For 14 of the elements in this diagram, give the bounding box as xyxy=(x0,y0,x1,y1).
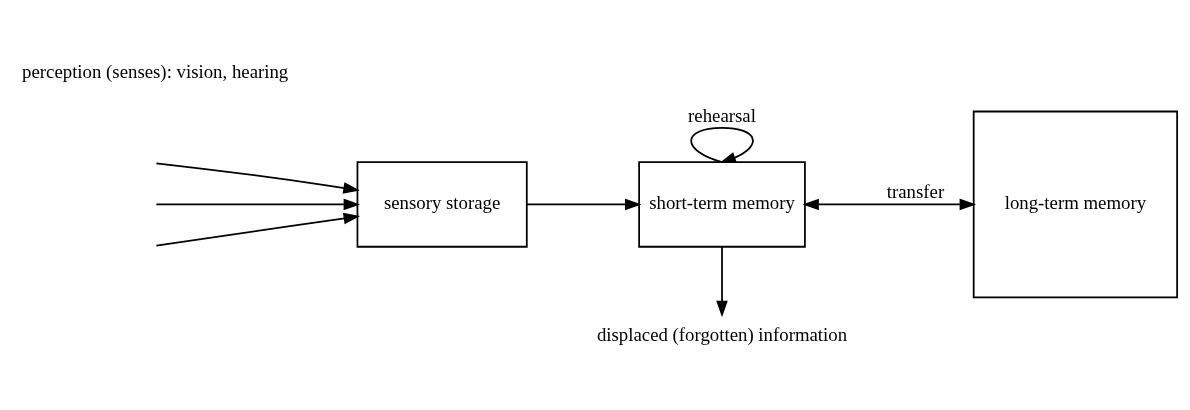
arrow xyxy=(802,198,977,211)
arrow xyxy=(155,162,360,194)
arrow xyxy=(716,246,728,318)
edge-label: transfer xyxy=(886,181,945,203)
arrow xyxy=(155,212,361,247)
node-text: displaced (forgotten) information xyxy=(596,323,848,345)
arrow xyxy=(155,198,361,211)
arrow xyxy=(690,127,754,164)
node-box: short-term memory xyxy=(638,161,806,248)
node-box: long-term memory xyxy=(972,110,1178,299)
arrow xyxy=(526,198,642,211)
edge-label: rehearsal xyxy=(688,104,756,126)
label: perception (senses): vision, hearing xyxy=(22,61,289,83)
node-box: sensory storage xyxy=(356,161,528,248)
